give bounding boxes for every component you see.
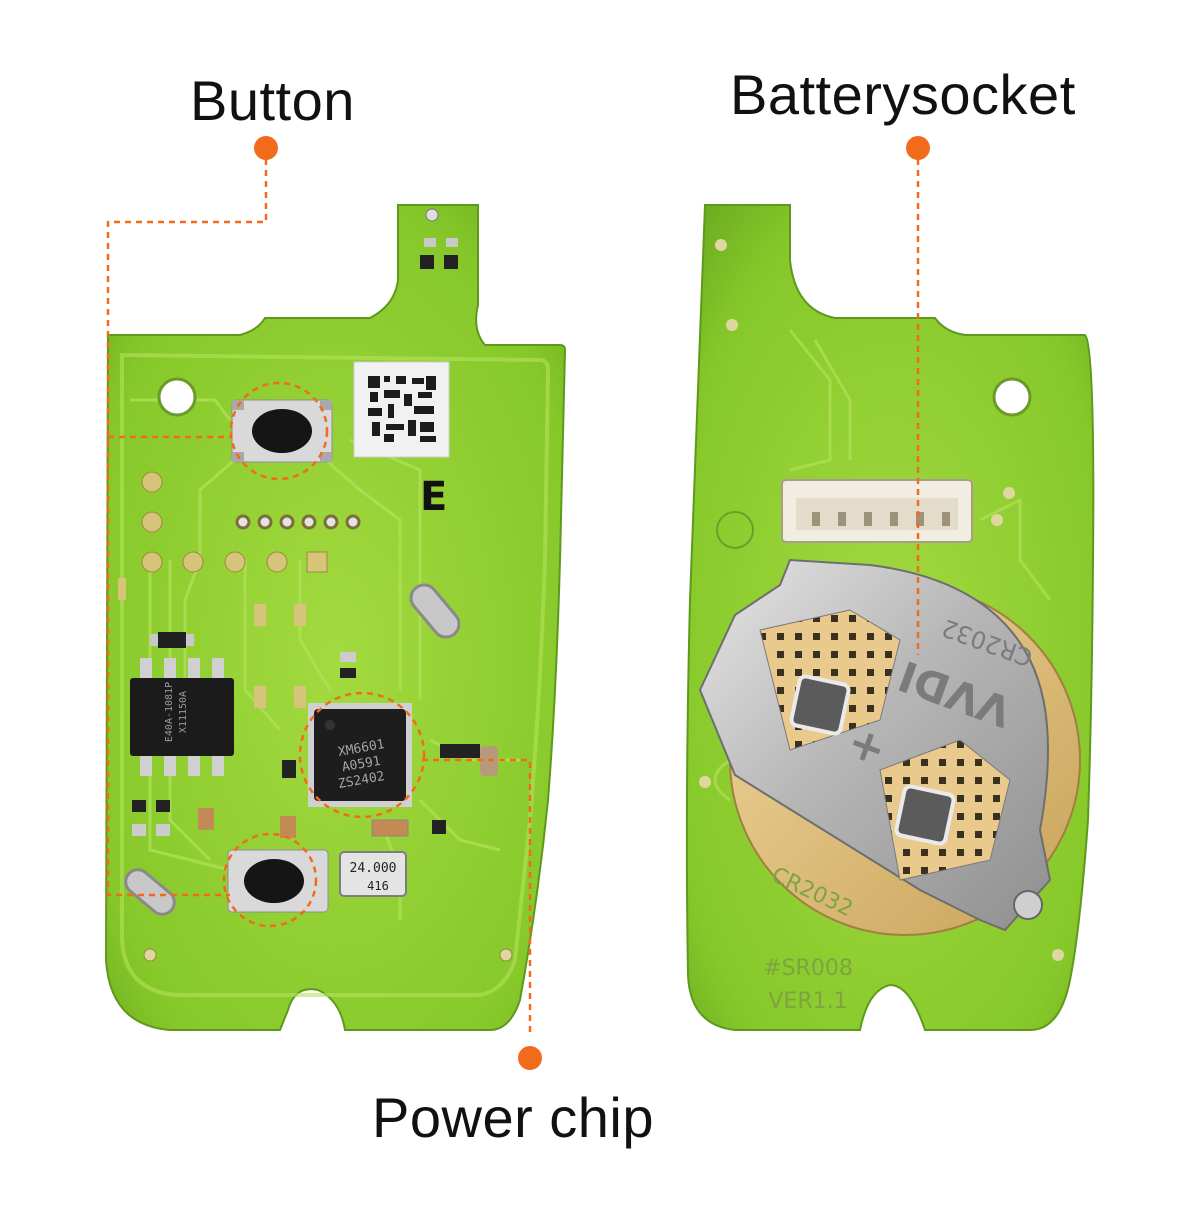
- orange-dot-icon: [518, 1046, 542, 1070]
- front-bottom-button: [227, 849, 329, 913]
- connector-socket: [781, 479, 973, 543]
- board-version: VER1.1: [768, 989, 847, 1014]
- crystal-code: 416: [367, 879, 389, 893]
- orange-dot-icon: [254, 136, 278, 160]
- board-model: #SR008: [763, 956, 853, 981]
- pcb-front: E: [104, 204, 567, 1031]
- brand-logo-icon: [716, 511, 754, 549]
- power-chip-callout-label: Power chip: [372, 1086, 655, 1149]
- qr-sticker: [353, 361, 450, 458]
- mcu-chip: XM6601 A0591 ZS2402: [308, 703, 412, 807]
- pcb-front-outline: [104, 204, 567, 1031]
- crystal-oscillator: 24.000 416: [339, 851, 407, 897]
- battery-clip: VVDI CR2032 +: [698, 558, 1052, 932]
- callout-lines-front: [106, 148, 532, 1035]
- eeprom-label-1: X11150A: [178, 691, 189, 733]
- eeprom-chip: X11150A E40A-1081P: [130, 658, 234, 776]
- orange-dot-icon: [906, 136, 930, 160]
- battery-socket-callout-label: Batterysocket: [730, 63, 1076, 126]
- button-callout-label: Button: [190, 69, 355, 132]
- crystal-freq: 24.000: [350, 861, 397, 876]
- eeprom-label-2: E40A-1081P: [164, 682, 175, 742]
- front-top-button: [231, 399, 333, 463]
- silk-letter: E: [420, 474, 447, 520]
- pcb-back: CR2032 VVDI CR2032 + #SR008 VER1.1: [685, 204, 1095, 1031]
- mcu-label-2: A0591: [341, 754, 382, 776]
